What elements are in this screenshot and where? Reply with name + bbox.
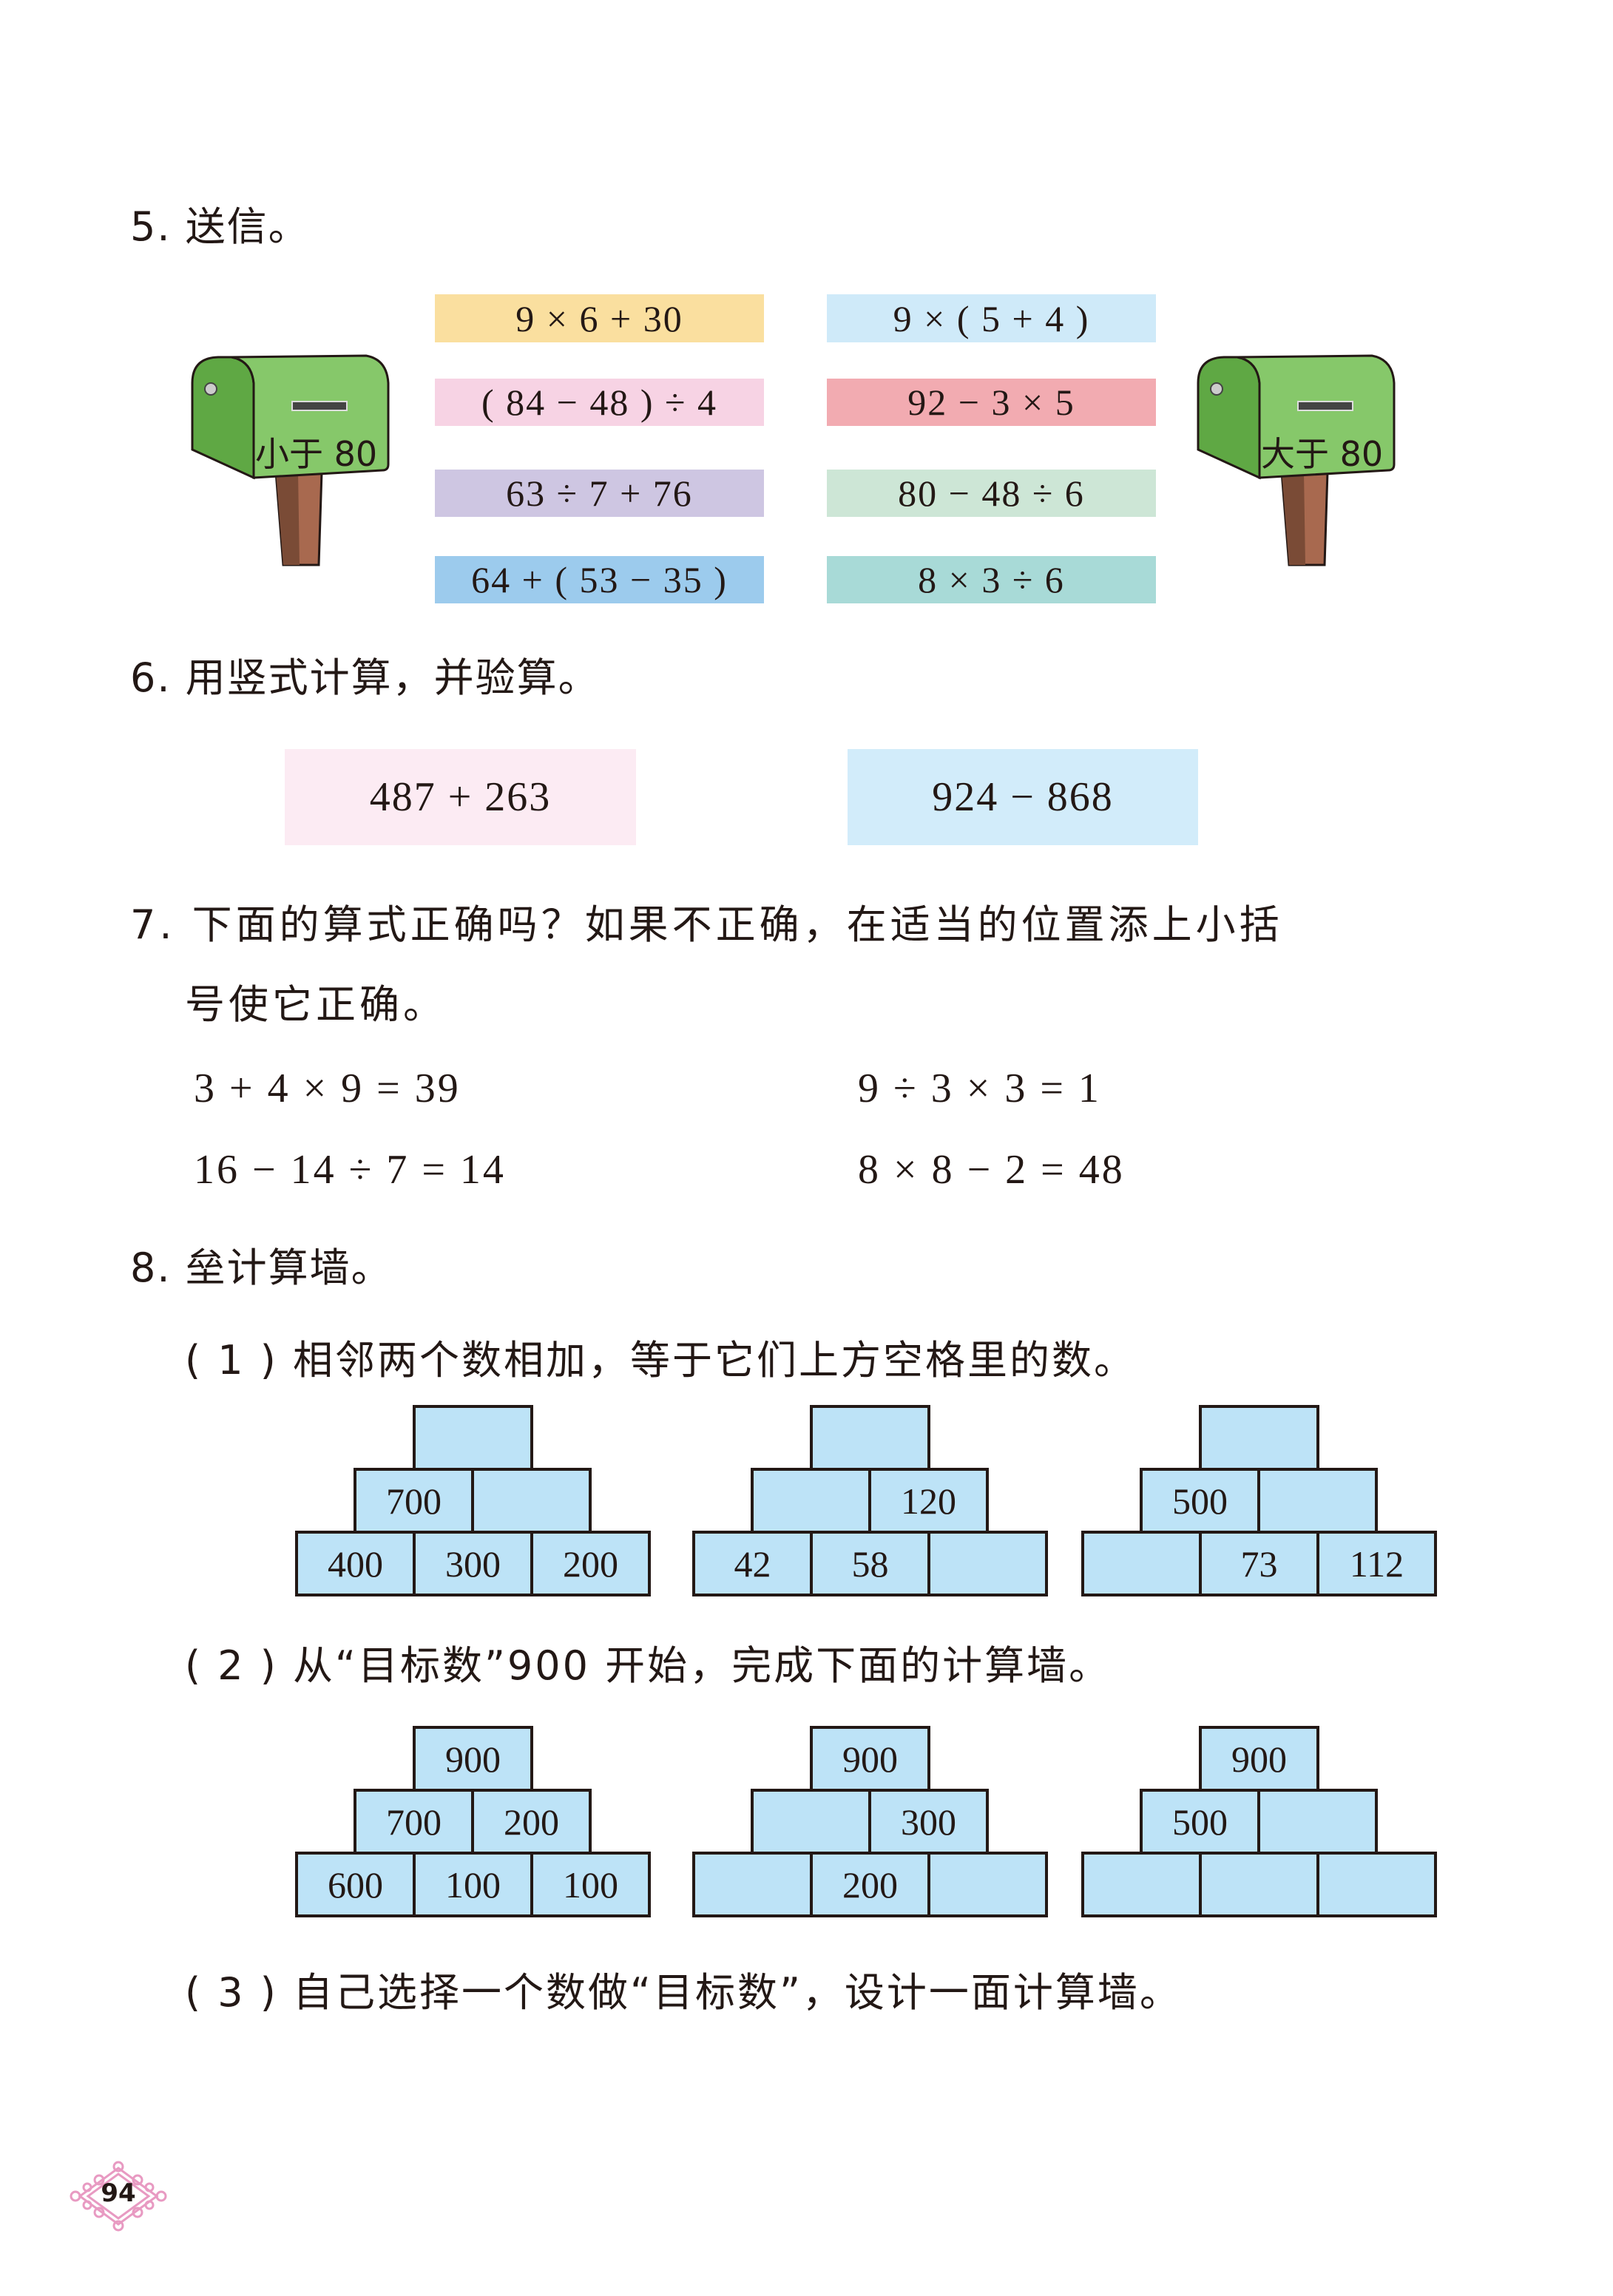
wall-cell[interactable]: 400 <box>295 1531 416 1596</box>
mailbox-icon <box>1197 354 1396 566</box>
wall-cell[interactable] <box>692 1852 813 1917</box>
wall-cell[interactable] <box>1316 1852 1437 1917</box>
wall-cell[interactable] <box>413 1405 533 1471</box>
q7-title-line2: 号使它正确。 <box>185 981 447 1028</box>
equation: 3 + 4 × 9 = 39 <box>194 1066 461 1111</box>
wall-cell[interactable] <box>751 1789 871 1855</box>
wall-cell[interactable] <box>1257 1468 1378 1534</box>
ornament-frame-icon <box>70 2161 167 2232</box>
equation: 9 ÷ 3 × 3 = 1 <box>858 1066 1101 1111</box>
expression-card[interactable]: 9 × 6 + 30 <box>435 294 764 342</box>
wall-cell[interactable]: 500 <box>1140 1789 1260 1855</box>
expression-card[interactable]: 92 − 3 × 5 <box>827 379 1156 426</box>
equation: 8 × 8 − 2 = 48 <box>858 1147 1125 1193</box>
page-number: 94 <box>101 2178 136 2208</box>
page-number-badge: 94 <box>67 2159 170 2233</box>
wall-cell[interactable] <box>927 1852 1048 1917</box>
wall-cell[interactable]: 120 <box>868 1468 989 1534</box>
wall-cell[interactable]: 200 <box>810 1852 930 1917</box>
wall-cell[interactable]: 900 <box>810 1726 930 1792</box>
wall-cell[interactable]: 112 <box>1316 1531 1437 1596</box>
expression-card[interactable]: 9 × ( 5 + 4 ) <box>827 294 1156 342</box>
expression-card[interactable]: 64 + ( 53 − 35 ) <box>435 556 764 603</box>
wall-cell[interactable]: 700 <box>354 1468 474 1534</box>
wall-cell[interactable]: 100 <box>530 1852 651 1917</box>
equation: 16 − 14 ÷ 7 = 14 <box>194 1147 506 1193</box>
wall-cell[interactable]: 700 <box>354 1789 474 1855</box>
wall-cell[interactable] <box>751 1468 871 1534</box>
mailbox-label: 小于 80 <box>255 434 378 474</box>
q7-title-line1: 7. 下面的算式正确吗？如果不正确，在适当的位置添上小括 <box>130 901 1283 948</box>
calculation-problem: 487 + 263 <box>285 749 636 845</box>
mailbox-greater-than-80[interactable]: 大于 80 <box>1194 353 1398 568</box>
expression-card[interactable]: ( 84 − 48 ) ÷ 4 <box>435 379 764 426</box>
wall-cell[interactable]: 100 <box>413 1852 533 1917</box>
wall-cell[interactable] <box>927 1531 1048 1596</box>
wall-cell[interactable] <box>1257 1789 1378 1855</box>
expression-card[interactable]: 63 ÷ 7 + 76 <box>435 470 764 517</box>
wall-cell[interactable]: 900 <box>413 1726 533 1792</box>
wall-cell[interactable]: 42 <box>692 1531 813 1596</box>
wall-cell[interactable]: 73 <box>1199 1531 1319 1596</box>
q6-title: 6. 用竖式计算，并验算。 <box>130 654 600 701</box>
wall-cell[interactable]: 58 <box>810 1531 930 1596</box>
wall-cell[interactable] <box>1199 1852 1319 1917</box>
wall-cell[interactable]: 200 <box>530 1531 651 1596</box>
q8-part2-instruction: ( 2 ) 从“目标数”900 开始，完成下面的计算墙。 <box>185 1642 1112 1689</box>
wall-cell[interactable]: 300 <box>413 1531 533 1596</box>
wall-cell[interactable] <box>1081 1531 1202 1596</box>
q5-title: 5. 送信。 <box>130 203 310 250</box>
wall-cell[interactable]: 600 <box>295 1852 416 1917</box>
wall-cell[interactable]: 500 <box>1140 1468 1260 1534</box>
mailbox-icon <box>191 354 390 566</box>
q8-part3-instruction: ( 3 ) 自己选择一个数做“目标数”，设计一面计算墙。 <box>185 1969 1182 2016</box>
wall-cell[interactable] <box>1081 1852 1202 1917</box>
calculation-problem: 924 − 868 <box>848 749 1198 845</box>
mailbox-label: 大于 80 <box>1261 434 1384 474</box>
expression-card[interactable]: 80 − 48 ÷ 6 <box>827 470 1156 517</box>
wall-cell[interactable]: 900 <box>1199 1726 1319 1792</box>
q8-title: 8. 垒计算墙。 <box>130 1244 393 1291</box>
mailbox-less-than-80[interactable]: 小于 80 <box>189 353 392 568</box>
expression-card[interactable]: 8 × 3 ÷ 6 <box>827 556 1156 603</box>
wall-cell[interactable] <box>471 1468 592 1534</box>
wall-cell[interactable]: 200 <box>471 1789 592 1855</box>
wall-cell[interactable] <box>810 1405 930 1471</box>
wall-cell[interactable] <box>1199 1405 1319 1471</box>
wall-cell[interactable]: 300 <box>868 1789 989 1855</box>
q8-part1-instruction: ( 1 ) 相邻两个数相加，等于它们上方空格里的数。 <box>185 1337 1136 1384</box>
